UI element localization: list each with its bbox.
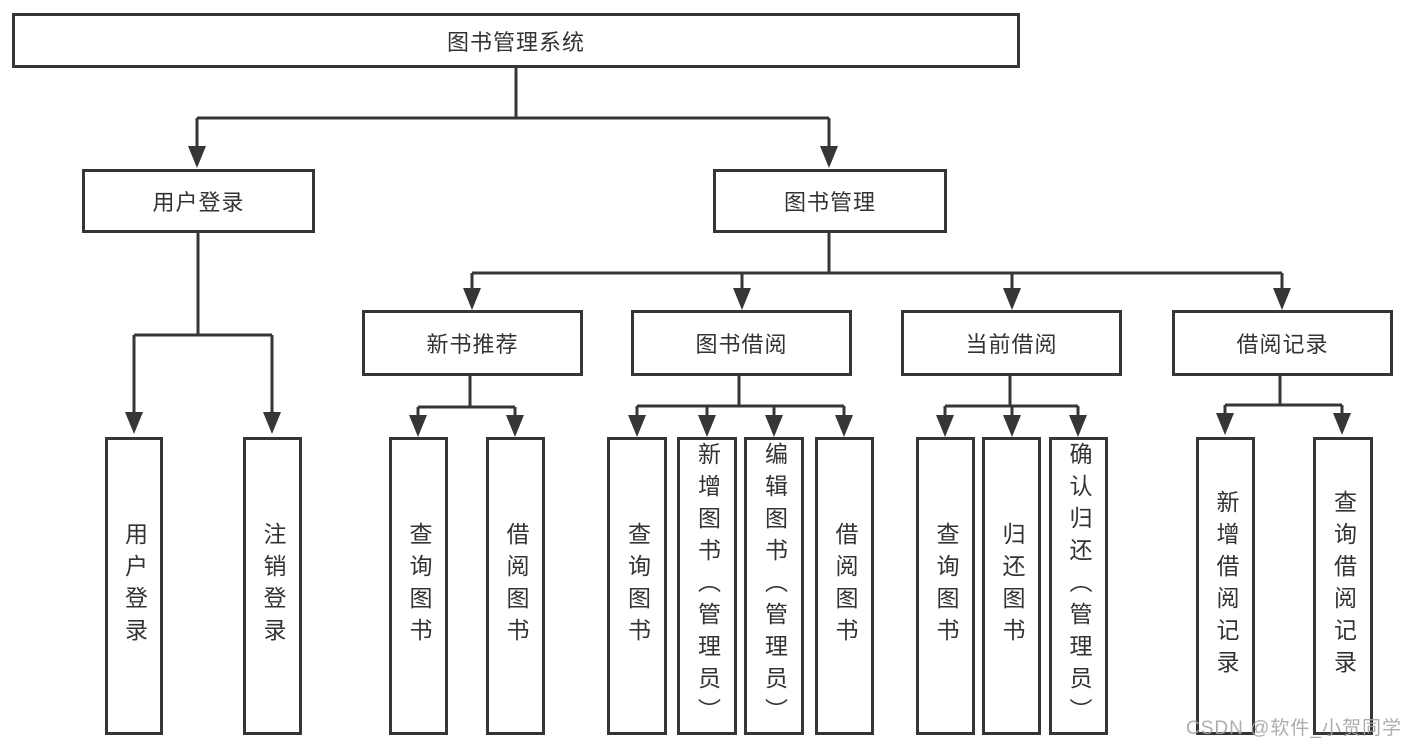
leaf-newrec-query-book-label: 查询图书	[406, 522, 432, 650]
leaf-borrow-edit-book: 编辑图书（管理员）	[744, 437, 804, 735]
leaf-logout: 注销登录	[243, 437, 302, 735]
leaf-record-query-label: 查询借阅记录	[1330, 490, 1357, 682]
leaf-borrow-query-book-label: 查询图书	[624, 522, 651, 650]
node-root-label: 图书管理系统	[446, 29, 585, 55]
connector-bookborrow-to-leaves	[635, 376, 846, 420]
node-book-mgmt: 图书管理	[713, 169, 947, 233]
leaf-borrow-borrow-book-label: 借阅图书	[832, 522, 858, 650]
leaf-borrow-query-book: 查询图书	[607, 437, 667, 735]
leaf-current-query-book: 查询图书	[916, 437, 975, 735]
leaf-current-return-book-label: 归还图书	[999, 522, 1025, 650]
leaf-current-confirm-return-label: 确认归还（管理员）	[1066, 442, 1092, 730]
node-borrow-record-label: 借阅记录	[1236, 332, 1329, 357]
leaf-user-login-label: 用户登录	[121, 522, 148, 650]
leaf-record-add: 新增借阅记录	[1196, 437, 1255, 735]
connector-newbookrec-to-leaves	[416, 376, 517, 420]
node-book-borrow: 图书借阅	[631, 310, 852, 376]
connector-userlogin-to-leaves	[132, 233, 274, 416]
arrowheads	[125, 146, 1351, 437]
node-borrow-record: 借阅记录	[1172, 310, 1393, 376]
leaf-current-query-book-label: 查询图书	[933, 522, 959, 650]
leaf-borrow-borrow-book: 借阅图书	[815, 437, 874, 735]
leaf-record-query: 查询借阅记录	[1313, 437, 1373, 735]
leaf-logout-label: 注销登录	[260, 522, 286, 650]
node-new-book-rec: 新书推荐	[362, 310, 583, 376]
node-current-borrow-label: 当前借阅	[965, 332, 1058, 357]
leaf-newrec-query-book: 查询图书	[389, 437, 448, 735]
leaf-user-login: 用户登录	[105, 437, 163, 735]
leaf-borrow-add-book: 新增图书（管理员）	[677, 437, 737, 735]
leaf-current-return-book: 归还图书	[982, 437, 1041, 735]
leaf-borrow-edit-book-label: 编辑图书（管理员）	[761, 442, 788, 730]
connector-currentborrow-to-leaves	[943, 376, 1080, 420]
leaf-borrow-add-book-label: 新增图书（管理员）	[694, 442, 721, 730]
node-user-login-label: 用户登录	[152, 190, 245, 215]
leaf-newrec-borrow-book: 借阅图书	[486, 437, 545, 735]
node-current-borrow: 当前借阅	[901, 310, 1122, 376]
leaf-record-add-label: 新增借阅记录	[1213, 490, 1239, 682]
node-book-mgmt-label: 图书管理	[783, 190, 876, 215]
csdn-watermark: CSDN @软件_小贺同学	[1186, 718, 1402, 739]
node-new-book-rec-label: 新书推荐	[426, 332, 519, 357]
node-book-borrow-label: 图书借阅	[695, 332, 788, 357]
leaf-newrec-borrow-book-label: 借阅图书	[503, 522, 529, 650]
connector-borrowrecord-to-leaves	[1223, 376, 1344, 417]
node-root: 图书管理系统	[12, 13, 1020, 68]
node-user-login: 用户登录	[82, 169, 315, 233]
leaf-current-confirm-return: 确认归还（管理员）	[1049, 437, 1108, 735]
connector-bookmgmt-to-level3	[470, 233, 1284, 292]
connector-root-to-level2	[195, 67, 831, 150]
